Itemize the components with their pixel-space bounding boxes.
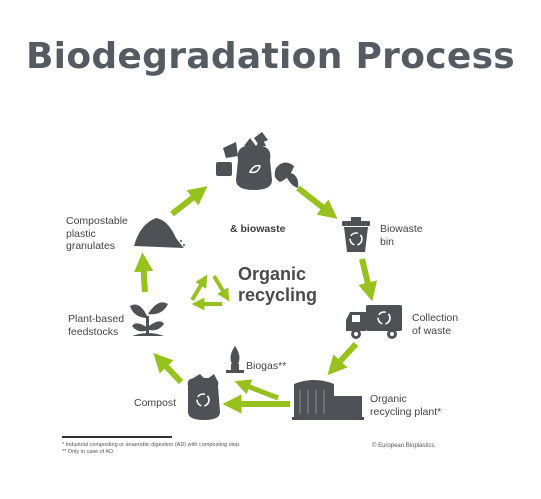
- plant-sprout-icon: [130, 302, 168, 336]
- arrow-biogas: [234, 379, 279, 401]
- center-label: Organic recycling: [238, 264, 318, 305]
- arrow-to-biowaste: [170, 186, 208, 217]
- compost-label: Compost: [134, 397, 177, 409]
- biogas-label: Biogas**: [246, 360, 287, 372]
- arrow-to-plant: [327, 341, 359, 376]
- biowaste-bin-icon: [342, 217, 370, 252]
- granulates-pile-icon: [134, 218, 185, 248]
- page-title: Biodegradation Process: [25, 36, 516, 77]
- arrow-to-granulates: [134, 252, 154, 293]
- arrow-to-collection: [358, 258, 378, 302]
- food-waste-icon: [216, 132, 299, 190]
- bag-leaf-mark: [248, 164, 261, 174]
- arrow-to-feedstocks: [153, 353, 184, 385]
- collection-label: Collection of waste: [412, 312, 459, 337]
- footnote-rule: [62, 436, 172, 438]
- credit-text: © European Bioplastics: [372, 443, 435, 449]
- feedstocks-label: Plant-based feedstocks: [68, 313, 125, 338]
- biowaste-bin-label: Biowaste bin: [380, 223, 423, 248]
- arrow-to-bin: [296, 185, 338, 219]
- recycling-plant-icon: [292, 380, 364, 420]
- recycle-symbol-icon: [190, 274, 230, 311]
- footnotes: * Industrial composting or anaerobic dig…: [62, 442, 241, 455]
- compost-bag-icon: [187, 374, 220, 420]
- biowaste-top-label: & biowaste: [230, 223, 286, 235]
- biogas-flame-icon: [226, 346, 244, 373]
- plant-label: Organic recycling plant*: [370, 393, 442, 418]
- granulates-label: Compostable plastic granulates: [66, 215, 128, 252]
- collection-truck-icon: [346, 305, 402, 339]
